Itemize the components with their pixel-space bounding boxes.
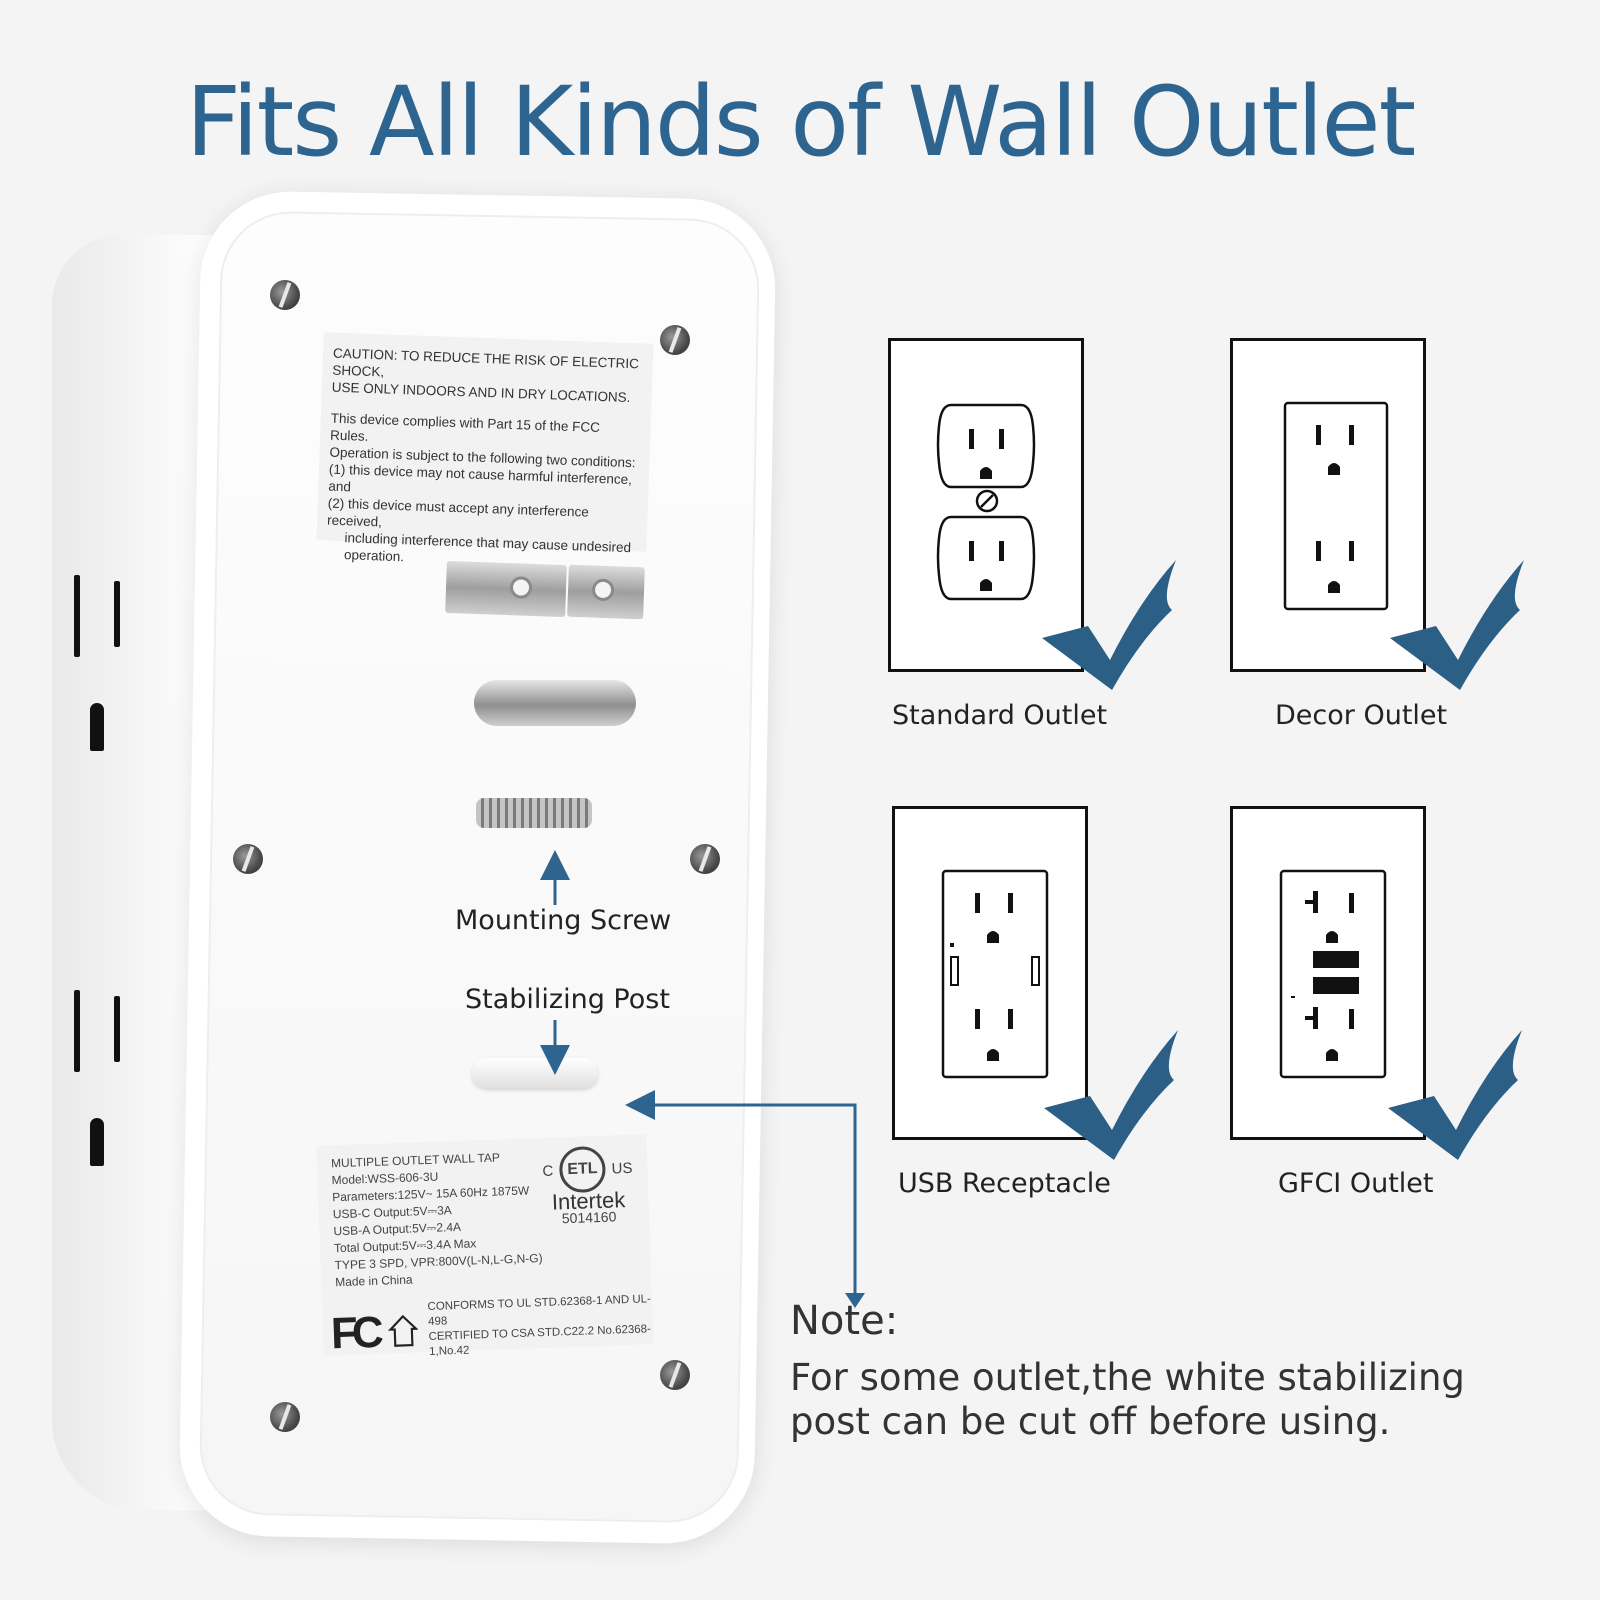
decor-receptacle-icon [1283,401,1389,611]
decor-outlet-plate [1230,338,1426,672]
compliance-row: FC CONFORMS TO UL STD.62368-1 AND UL-498… [330,1292,654,1363]
etl-brand: Intertek [551,1187,626,1215]
mounting-screw [476,798,592,828]
mounting-screw-label: Mounting Screw [455,905,672,936]
screw-mid-right [690,844,720,874]
screw-mid-left [233,844,263,874]
usb-receptacle-icon [941,869,1049,1079]
usb-receptacle-label: USB Receptacle [898,1168,1111,1199]
checkmark-icon [1042,560,1176,690]
side-outlet-upper [62,575,132,755]
conformity-text: CONFORMS TO UL STD.62368-1 AND UL-498 CE… [427,1293,652,1359]
note-title: Note: [790,1298,899,1344]
screw-top-right [660,325,690,355]
rating-label: MULTIPLE OUTLET WALL TAP Model:WSS-606-3… [316,1134,654,1358]
gfci-outlet-label: GFCI Outlet [1278,1168,1434,1199]
checkmark-icon [1044,1030,1178,1160]
etl-logo-icon: ETL [558,1145,607,1194]
checkmark-icon [1388,1030,1522,1160]
checkmark-icon [1390,560,1524,690]
usb-receptacle-plate [892,806,1088,1140]
standard-outlet-label: Standard Outlet [892,700,1108,731]
ground-pin [474,680,636,726]
side-outlet-lower [62,990,132,1170]
house-icon [387,1314,419,1347]
fc-logo-icon: FC [330,1307,379,1358]
standard-outlet-plate [888,338,1084,672]
etl-certification-mark: C ETL US Intertek 5014160 [542,1145,635,1228]
screw-bottom-left [270,1402,300,1432]
duplex-receptacle-icon [936,403,1036,601]
stabilizing-post-label: Stabilizing Post [465,984,670,1015]
headline: Fits All Kinds of Wall Outlet [185,66,1416,178]
screw-bottom-right [660,1360,690,1390]
note-body: For some outlet,the white stabilizing po… [790,1356,1465,1443]
gfci-receptacle-icon [1279,869,1387,1079]
stabilizing-post [472,1058,598,1088]
decor-outlet-label: Decor Outlet [1275,700,1448,731]
gfci-outlet-plate [1230,806,1426,1140]
screw-top-left [270,280,300,310]
